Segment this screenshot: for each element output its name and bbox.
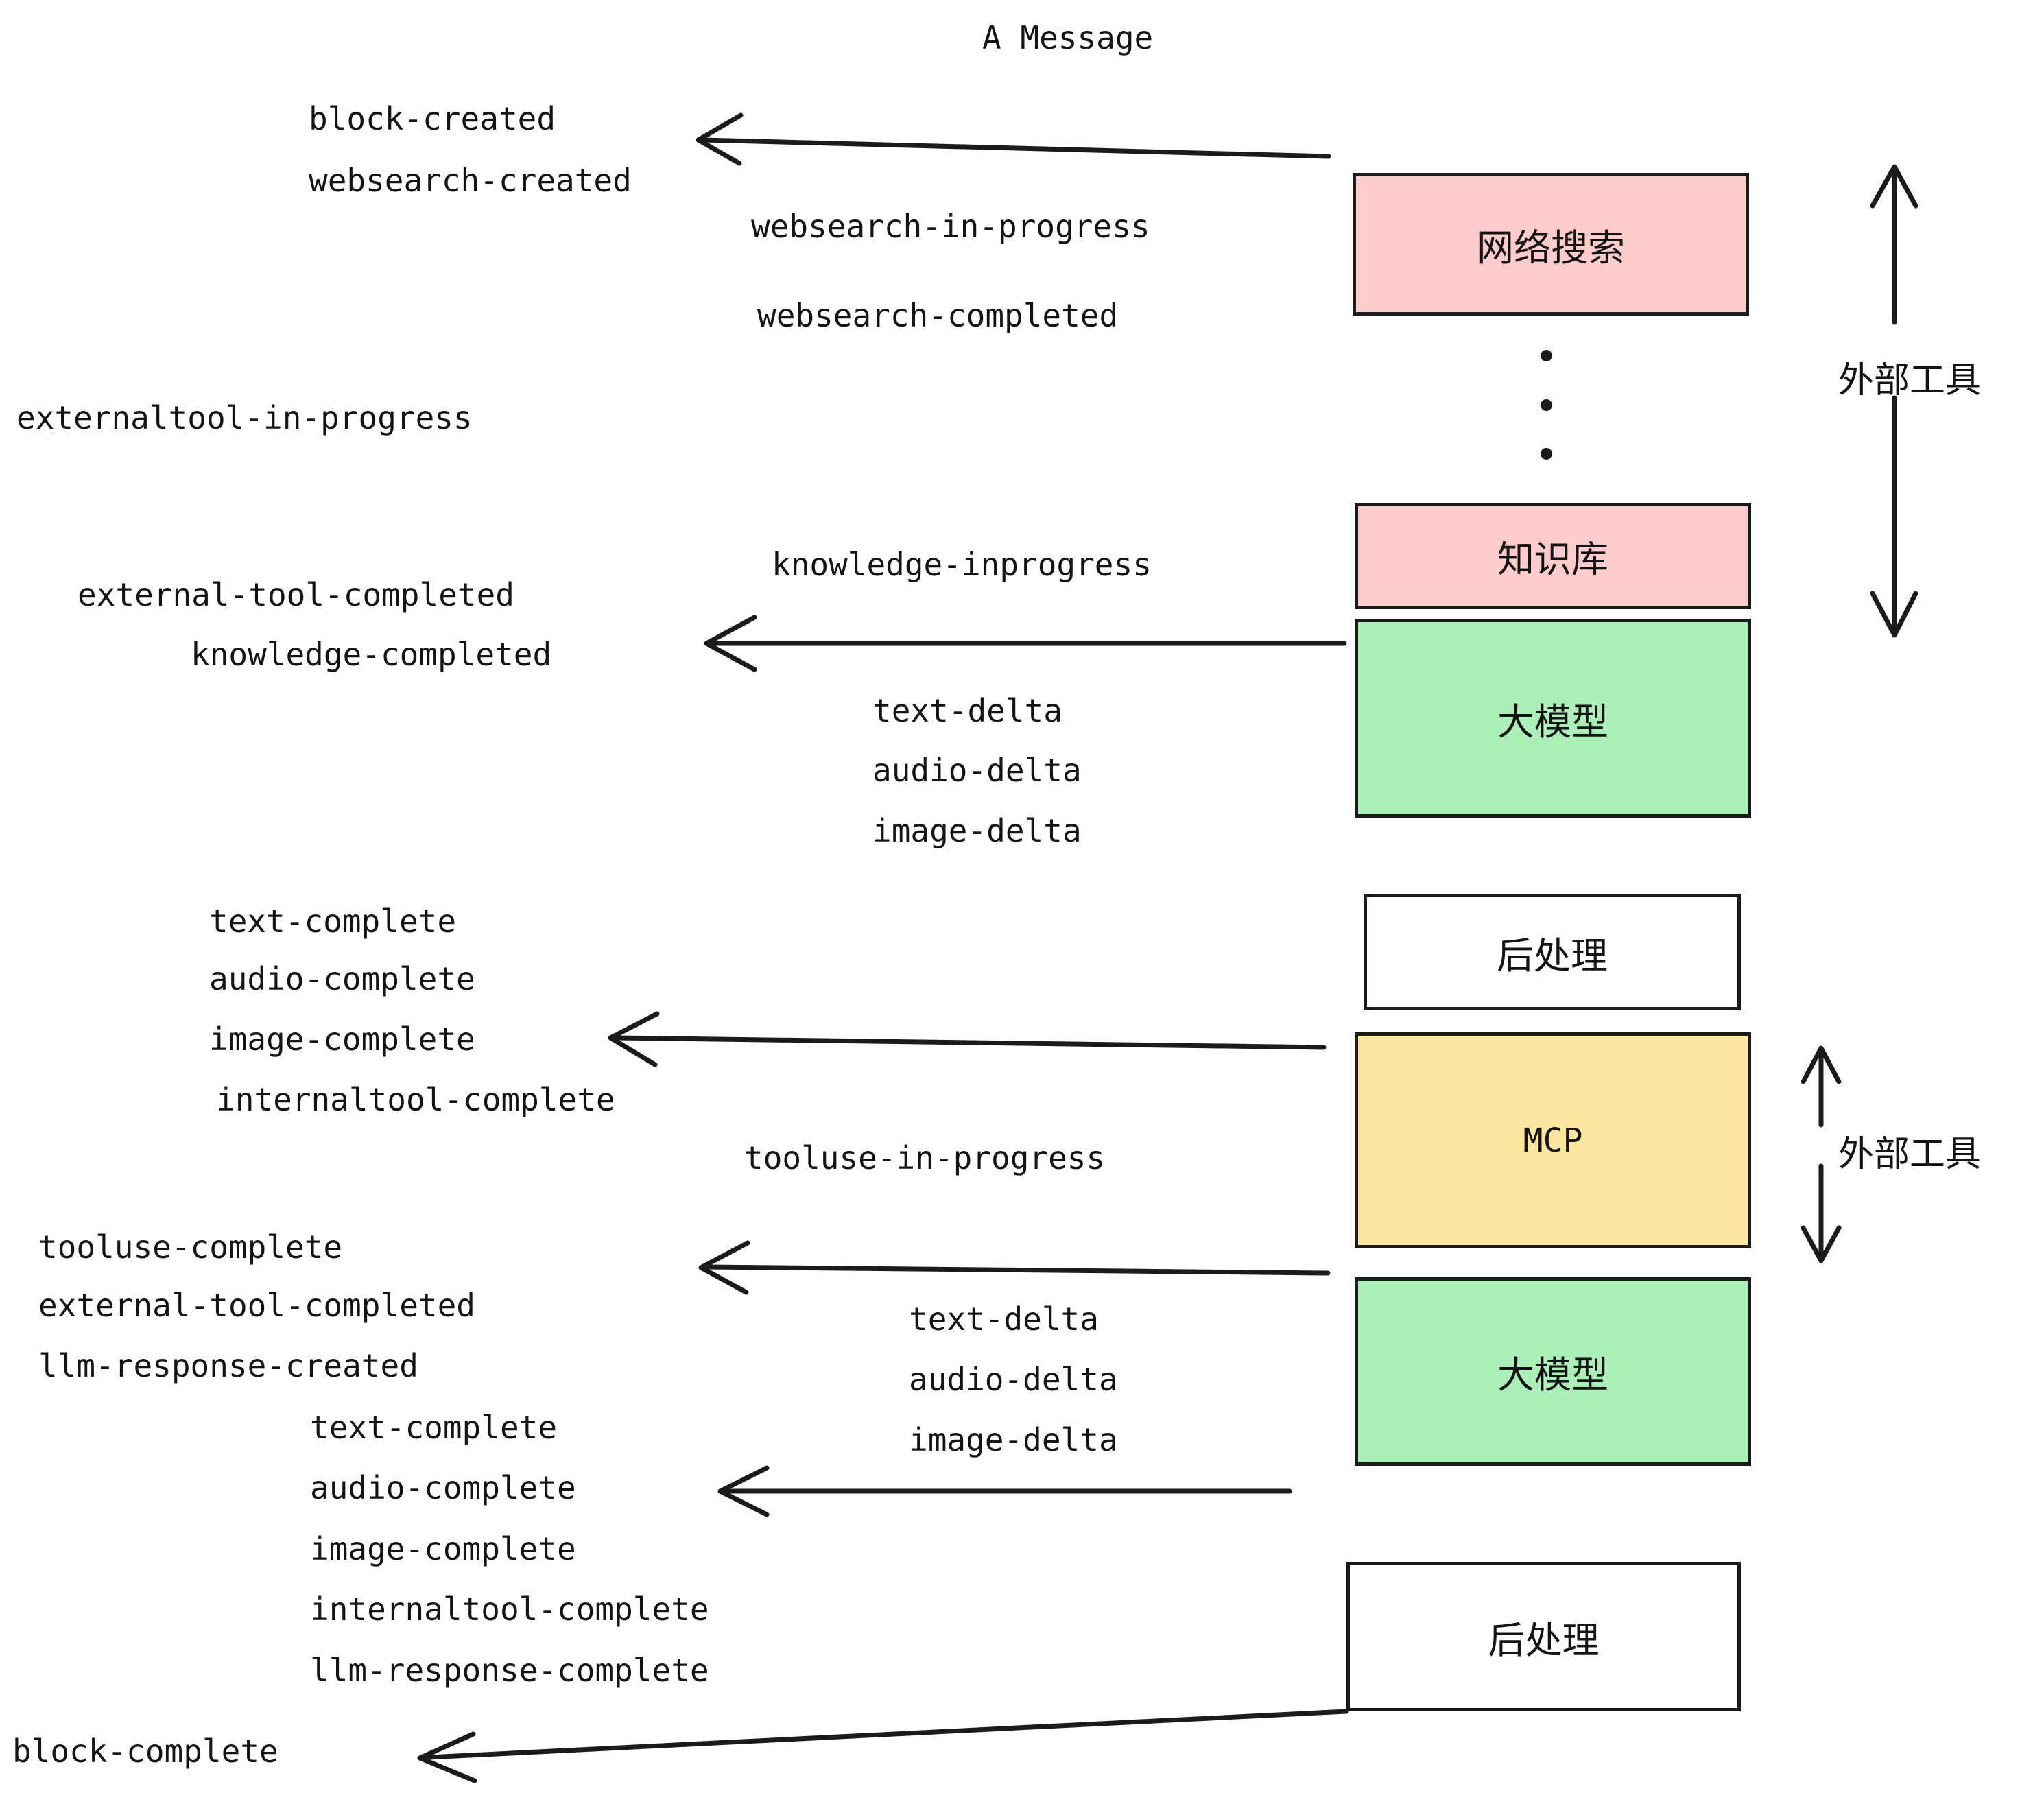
- event-audio-complete-2: audio-complete: [310, 1469, 576, 1506]
- arrow-llm2-to-stream: [717, 1465, 1292, 1517]
- event-image-complete-1: image-complete: [209, 1021, 475, 1058]
- event-llm-response-complete: llm-response-complete: [310, 1652, 709, 1689]
- event-text-complete-2: text-complete: [310, 1409, 558, 1446]
- event-image-delta-1: image-delta: [872, 812, 1082, 849]
- node-llm-1-label: 大模型: [1497, 700, 1608, 744]
- event-tooluse-in-progress: tooluse-in-progress: [744, 1139, 1106, 1176]
- node-websearch-label: 网络搜索: [1477, 226, 1625, 270]
- diagram-title: A Message: [982, 19, 1154, 56]
- node-knowledgebase[interactable]: 知识库: [1355, 503, 1751, 609]
- node-mcp-label: MCP: [1523, 1121, 1583, 1160]
- node-llm-1[interactable]: 大模型: [1355, 619, 1751, 818]
- event-image-delta-2: image-delta: [909, 1421, 1118, 1458]
- event-external-tool-completed-2: external-tool-completed: [38, 1287, 475, 1324]
- arrow-postprocess2-to-block-complete: [417, 1709, 1349, 1783]
- event-knowledge-completed: knowledge-completed: [191, 636, 552, 673]
- node-postprocess-2[interactable]: 后处理: [1346, 1562, 1741, 1711]
- event-tooluse-complete: tooluse-complete: [38, 1229, 343, 1266]
- group-bracket-external-tools-bottom: [1801, 1045, 1842, 1263]
- node-postprocess-2-label: 后处理: [1488, 1618, 1600, 1662]
- arrow-knowledge-to-stream: [704, 615, 1347, 672]
- node-llm-2[interactable]: 大模型: [1355, 1277, 1751, 1466]
- event-knowledge-inprogress: knowledge-inprogress: [772, 546, 1152, 583]
- node-postprocess-1-label: 后处理: [1497, 934, 1608, 977]
- event-internaltool-complete-1: internaltool-complete: [216, 1081, 615, 1118]
- event-externaltool-in-progress: externaltool-in-progress: [16, 399, 473, 436]
- event-audio-complete-1: audio-complete: [209, 960, 475, 997]
- dot-2: [1540, 399, 1552, 411]
- event-websearch-completed: websearch-completed: [757, 297, 1119, 334]
- event-external-tool-completed-1: external-tool-completed: [78, 576, 514, 613]
- dot-1: [1540, 350, 1552, 361]
- event-websearch-created: websearch-created: [309, 162, 632, 199]
- event-llm-response-created: llm-response-created: [38, 1347, 418, 1384]
- arrow-websearch-to-stream: [696, 112, 1331, 166]
- group-label-external-tools-bottom: 外部工具: [1838, 1134, 1982, 1175]
- event-text-complete-1: text-complete: [209, 903, 457, 940]
- ellipsis-dots: [1540, 350, 1552, 460]
- arrow-mcp-to-stream: [698, 1240, 1331, 1295]
- node-knowledgebase-label: 知识库: [1497, 538, 1608, 581]
- node-websearch[interactable]: 网络搜索: [1353, 173, 1749, 316]
- event-image-complete-2: image-complete: [310, 1530, 576, 1567]
- event-websearch-in-progress: websearch-in-progress: [751, 208, 1150, 245]
- node-postprocess-1[interactable]: 后处理: [1364, 894, 1741, 1010]
- event-text-delta-1: text-delta: [872, 692, 1062, 729]
- event-text-delta-2: text-delta: [909, 1301, 1099, 1338]
- event-internaltool-complete-2: internaltool-complete: [310, 1591, 709, 1628]
- group-label-external-tools-top: 外部工具: [1838, 360, 1982, 401]
- event-block-created: block-created: [309, 100, 556, 137]
- event-audio-delta-2: audio-delta: [909, 1361, 1118, 1398]
- node-llm-2-label: 大模型: [1497, 1353, 1608, 1397]
- node-mcp[interactable]: MCP: [1355, 1032, 1751, 1248]
- event-block-complete: block-complete: [12, 1733, 278, 1770]
- dot-3: [1540, 448, 1552, 460]
- arrow-llm1-to-stream: [608, 1011, 1327, 1067]
- event-audio-delta-1: audio-delta: [872, 752, 1082, 789]
